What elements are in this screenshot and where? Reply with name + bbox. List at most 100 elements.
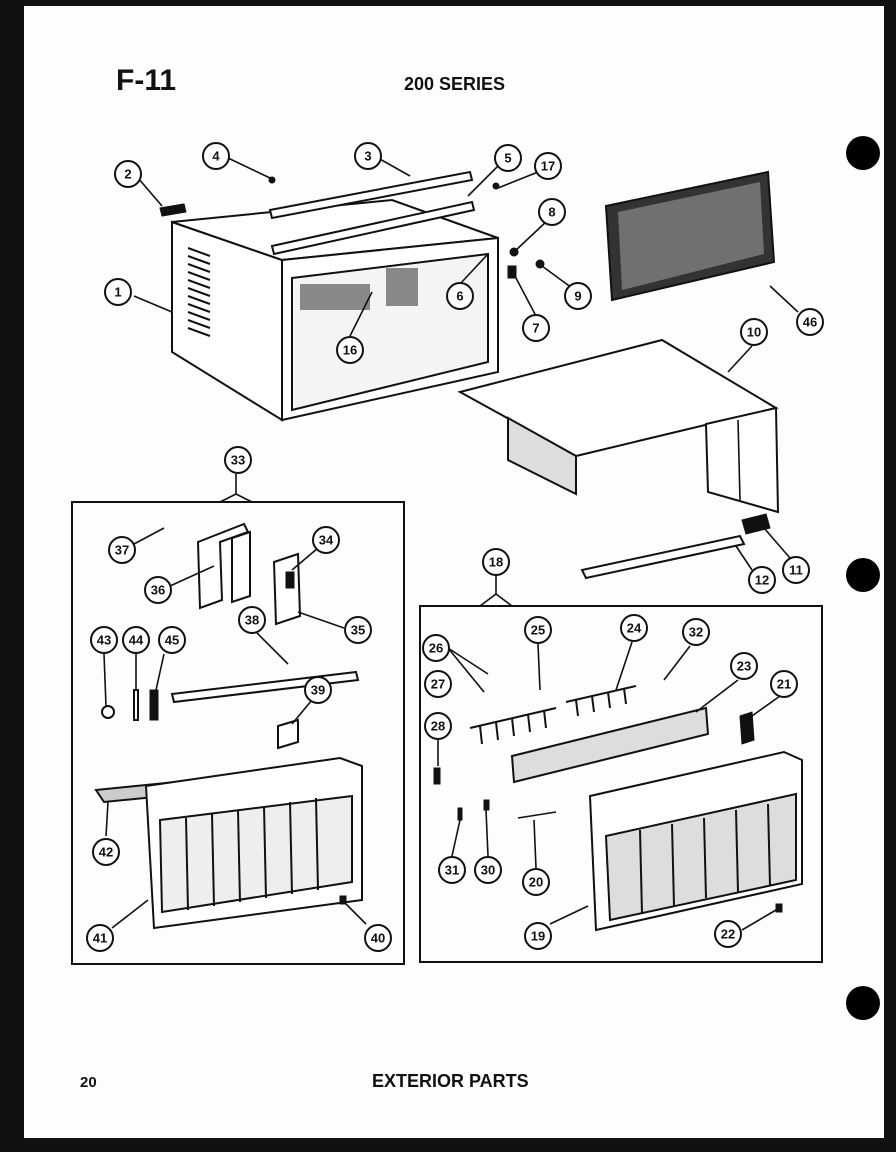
svg-text:43: 43 bbox=[97, 633, 111, 648]
callout-34: 34 bbox=[312, 526, 340, 554]
svg-text:24: 24 bbox=[627, 621, 642, 636]
svg-text:6: 6 bbox=[456, 289, 463, 304]
rear-rail-part bbox=[270, 200, 476, 256]
callout-44: 44 bbox=[122, 626, 150, 654]
callout-22: 22 bbox=[714, 920, 742, 948]
callout-28: 28 bbox=[424, 712, 452, 740]
bracket-part bbox=[739, 711, 755, 745]
svg-text:20: 20 bbox=[529, 875, 543, 890]
bracket-part bbox=[149, 689, 159, 721]
spring-part bbox=[433, 767, 441, 785]
svg-text:7: 7 bbox=[532, 321, 539, 336]
screw-part bbox=[268, 176, 276, 184]
bracket-part bbox=[159, 203, 187, 217]
bottom-scan-edge bbox=[0, 1138, 896, 1152]
callout-17: 17 bbox=[534, 152, 562, 180]
callout-38: 38 bbox=[238, 606, 266, 634]
top-scan-edge bbox=[0, 0, 896, 6]
callout-19: 19 bbox=[524, 922, 552, 950]
clip-part bbox=[741, 513, 771, 535]
shaft-part bbox=[133, 689, 139, 721]
screw-part bbox=[492, 182, 500, 190]
svg-text:26: 26 bbox=[429, 641, 443, 656]
svg-text:23: 23 bbox=[737, 659, 751, 674]
callout-26: 26 bbox=[422, 634, 450, 662]
cabinet-part bbox=[171, 198, 499, 422]
svg-text:31: 31 bbox=[445, 863, 459, 878]
callout-20: 20 bbox=[522, 868, 550, 896]
svg-text:16: 16 bbox=[343, 343, 357, 358]
clip-part bbox=[507, 265, 517, 279]
svg-text:25: 25 bbox=[531, 623, 545, 638]
callout-25: 25 bbox=[524, 616, 552, 644]
callout-12: 12 bbox=[748, 566, 776, 594]
callout-41: 41 bbox=[86, 924, 114, 952]
callout-30: 30 bbox=[474, 856, 502, 884]
figure-id: F-11 bbox=[116, 64, 177, 97]
callout-37: 37 bbox=[108, 536, 136, 564]
panel-part bbox=[510, 706, 710, 784]
svg-text:10: 10 bbox=[747, 325, 761, 340]
right-scan-edge bbox=[884, 0, 896, 1152]
svg-text:18: 18 bbox=[489, 555, 503, 570]
binder-hole-top bbox=[846, 136, 880, 170]
callout-35: 35 bbox=[344, 616, 372, 644]
front-panel-part bbox=[588, 750, 803, 932]
top-rail-part bbox=[268, 170, 474, 220]
svg-text:9: 9 bbox=[574, 289, 581, 304]
series-title: 200 SERIES bbox=[404, 74, 506, 94]
svg-text:39: 39 bbox=[311, 683, 325, 698]
callout-4: 4 bbox=[202, 142, 230, 170]
callout-7: 7 bbox=[522, 314, 550, 342]
assembly-33-box bbox=[71, 501, 405, 965]
svg-text:2: 2 bbox=[124, 167, 131, 182]
svg-text:36: 36 bbox=[151, 583, 165, 598]
page-number: 20 bbox=[80, 1074, 97, 1091]
callout-10: 10 bbox=[740, 318, 768, 346]
svg-text:44: 44 bbox=[129, 633, 144, 648]
callout-8: 8 bbox=[538, 198, 566, 226]
svg-text:5: 5 bbox=[504, 151, 511, 166]
svg-text:33: 33 bbox=[231, 453, 245, 468]
callout-21: 21 bbox=[770, 670, 798, 698]
svg-text:37: 37 bbox=[115, 543, 129, 558]
svg-text:19: 19 bbox=[531, 929, 545, 944]
svg-text:12: 12 bbox=[755, 573, 769, 588]
callout-33: 33 bbox=[224, 446, 252, 474]
assembly-18-box bbox=[419, 605, 823, 963]
svg-text:27: 27 bbox=[431, 677, 445, 692]
callout-45: 45 bbox=[158, 626, 186, 654]
callout-23: 23 bbox=[730, 652, 758, 680]
strip-part bbox=[580, 534, 746, 580]
callout-11: 11 bbox=[782, 556, 810, 584]
callout-27: 27 bbox=[424, 670, 452, 698]
callout-42: 42 bbox=[92, 838, 120, 866]
binder-hole-middle bbox=[846, 558, 880, 592]
svg-text:8: 8 bbox=[548, 205, 555, 220]
front-grille-part bbox=[144, 756, 363, 930]
knob-part bbox=[101, 705, 115, 719]
svg-text:30: 30 bbox=[481, 863, 495, 878]
callout-18: 18 bbox=[482, 548, 510, 576]
svg-text:42: 42 bbox=[99, 845, 113, 860]
svg-text:1: 1 bbox=[114, 285, 121, 300]
callout-5: 5 bbox=[494, 144, 522, 172]
callout-40: 40 bbox=[364, 924, 392, 952]
callout-36: 36 bbox=[144, 576, 172, 604]
callout-46: 46 bbox=[796, 308, 824, 336]
callout-1: 1 bbox=[104, 278, 132, 306]
svg-text:40: 40 bbox=[371, 931, 385, 946]
callout-6: 6 bbox=[446, 282, 474, 310]
svg-text:34: 34 bbox=[319, 533, 334, 548]
svg-text:46: 46 bbox=[803, 315, 817, 330]
callout-16: 16 bbox=[336, 336, 364, 364]
callout-2: 2 bbox=[114, 160, 142, 188]
callout-39: 39 bbox=[304, 676, 332, 704]
callout-3: 3 bbox=[354, 142, 382, 170]
rod-part bbox=[517, 811, 557, 819]
air-deflector-part bbox=[196, 522, 251, 610]
svg-text:41: 41 bbox=[93, 931, 107, 946]
screw-part bbox=[775, 903, 783, 913]
vane-assembly-part bbox=[469, 685, 637, 745]
